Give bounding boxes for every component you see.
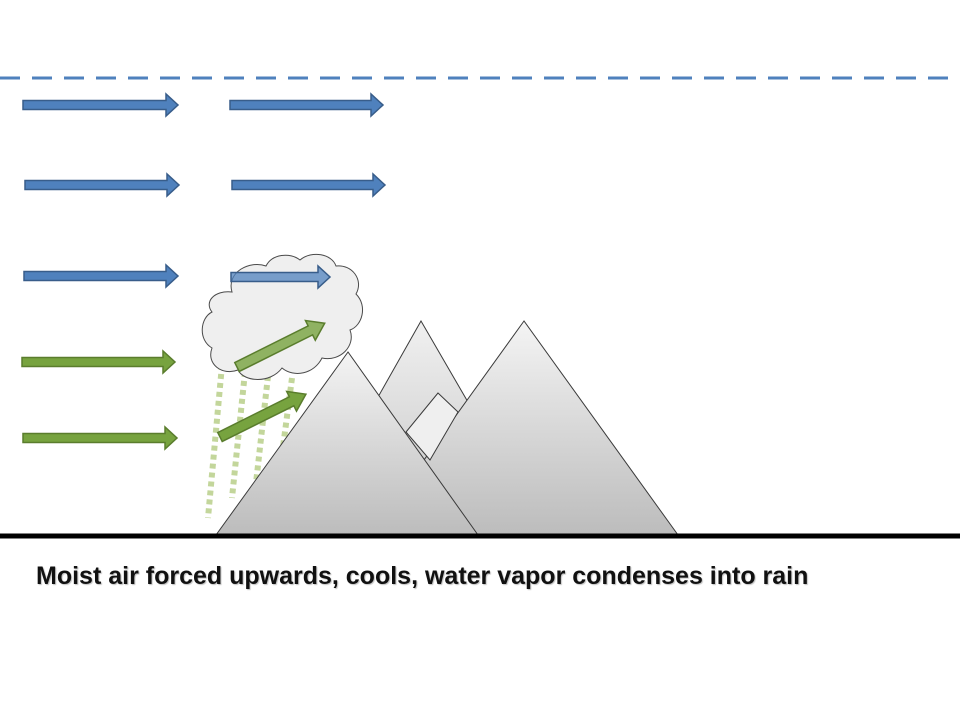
rain-streaks [205,364,295,519]
rising-air-arrows [216,319,326,443]
rain-streak-icon [252,375,271,493]
arrow-right-icon [24,172,181,198]
arrow-right-icon [230,264,332,290]
arrow-right-icon [231,172,387,198]
arrow-right-icon [23,263,180,289]
arrow-right-icon [216,390,308,443]
rain-streak-icon [229,371,248,499]
arrow-right-icon [22,425,179,451]
arrow-right-icon [233,319,326,373]
mountain-icon [405,392,459,461]
dry-air-arrows [22,92,387,289]
arrow-right-icon [21,349,177,375]
rain-streak-icon [277,377,295,471]
arrow-right-icon [229,92,385,118]
arrow-right-icon [22,92,180,118]
cloud-icon [201,253,364,380]
rain-streak-icon [205,364,225,519]
moist-air-arrows [21,349,179,451]
caption: Moist air forced upwards, cools, water v… [36,562,809,590]
